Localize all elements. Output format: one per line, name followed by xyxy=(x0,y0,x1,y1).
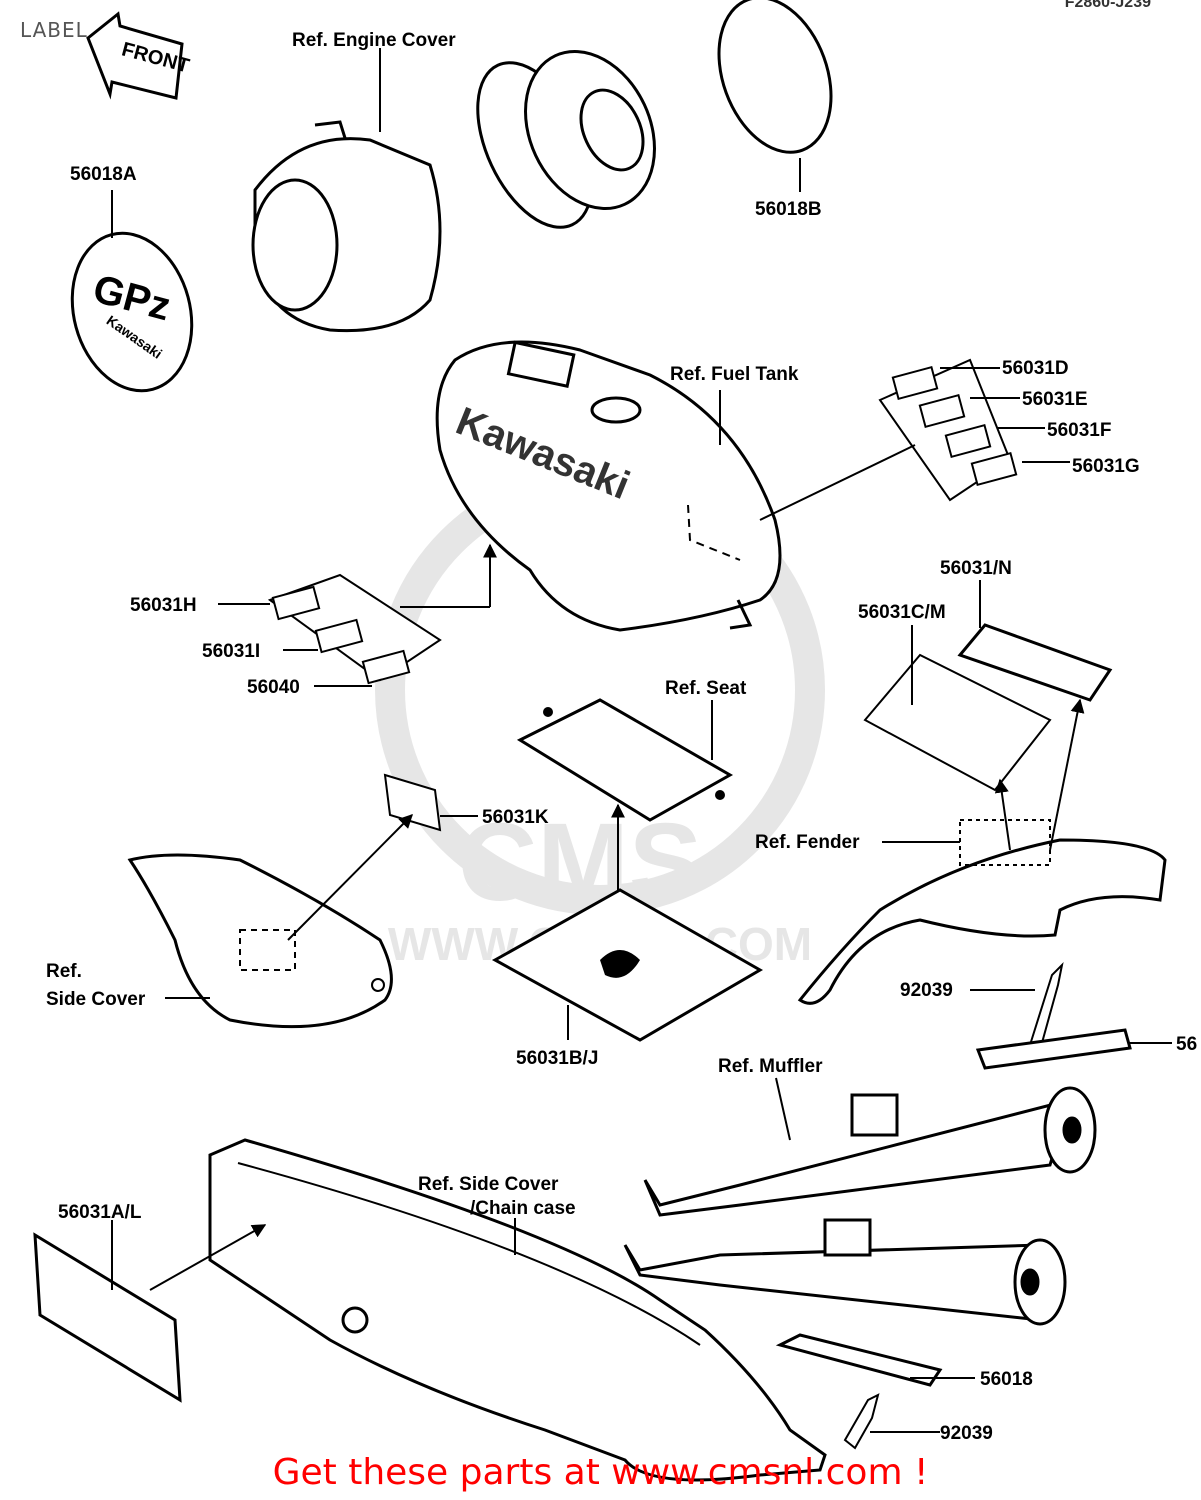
clip-92039-top xyxy=(1028,961,1064,1052)
reference-code: F2860-J239 xyxy=(1064,0,1151,11)
engine-cover xyxy=(251,120,442,333)
fuel-tank: Kawasaki xyxy=(435,340,782,632)
callout-56031I: 56031I xyxy=(202,641,260,662)
label-56031A-L xyxy=(33,1232,182,1403)
callout-56031G: 56031G xyxy=(1072,456,1140,477)
headlight-housing xyxy=(476,49,656,229)
lens-56018B xyxy=(717,0,833,154)
callout-fuel-tank: Ref. Fuel Tank xyxy=(670,364,799,385)
clip-92039-bottom xyxy=(843,1393,880,1450)
page-title: LABEL xyxy=(20,18,88,42)
callout-56031E: 56031E xyxy=(1022,389,1088,410)
rear-fender xyxy=(797,819,1167,1005)
seat xyxy=(516,698,734,822)
muffler-lower xyxy=(623,1218,1067,1326)
label-56031-N xyxy=(957,623,1113,702)
label-sheet-56031B-J xyxy=(491,888,763,1042)
leader-lines xyxy=(111,48,1172,1433)
callout-56031H: 56031H xyxy=(130,595,197,616)
callout-56031N: 56031/N xyxy=(940,558,1012,579)
callout-56031K: 56031K xyxy=(482,807,549,828)
callout-engine-cover: Ref. Engine Cover xyxy=(292,30,456,51)
callout-56018: 56018 xyxy=(980,1369,1033,1390)
callout-side-cover-ref: Ref. xyxy=(46,961,82,982)
callout-56040: 56040 xyxy=(247,677,300,698)
callout-56031F: 56031F xyxy=(1047,420,1111,441)
callout-side-cover: Side Cover xyxy=(46,989,146,1010)
label-set-56031D-G xyxy=(878,358,1018,502)
footer-promo: Get these parts at www.cmsnl.com ! xyxy=(272,1452,929,1493)
callout-56031AL: 56031A/L xyxy=(58,1202,142,1223)
side-cover xyxy=(127,853,393,1029)
callout-56018A: 56018A xyxy=(70,164,137,185)
label-56018 xyxy=(775,1333,943,1387)
callout-seat: Ref. Seat xyxy=(665,678,747,699)
callout-56-cut: 56 xyxy=(1176,1034,1197,1055)
label-56031K xyxy=(383,773,442,832)
callout-56018B: 56018B xyxy=(755,199,822,220)
callout-92039-bottom: 92039 xyxy=(940,1423,993,1444)
callout-fender: Ref. Fender xyxy=(755,832,860,853)
watermark-logo: CMS xyxy=(458,801,702,924)
callout-chain-case-line2: /Chain case xyxy=(470,1198,576,1219)
front-arrow-sign: FRONT xyxy=(86,11,192,100)
callout-labels: Ref. Engine Cover 56018A 56018B Ref. Fue… xyxy=(46,30,1197,1444)
callout-56031D: 56031D xyxy=(1002,358,1069,379)
muffler-upper xyxy=(643,1086,1097,1217)
callout-56031BJ: 56031B/J xyxy=(516,1048,598,1069)
emblem-56018A: GPz Kawasaki xyxy=(70,231,194,393)
chain-case xyxy=(208,1138,827,1482)
bracket-label-56 xyxy=(975,1028,1132,1070)
callout-56031CM: 56031C/M xyxy=(858,602,946,623)
callout-muffler: Ref. Muffler xyxy=(718,1056,823,1077)
callout-chain-case-line1: Ref. Side Cover xyxy=(418,1174,559,1195)
label-set-56031H-I-56040 xyxy=(267,573,442,685)
callout-92039-top: 92039 xyxy=(900,980,953,1001)
